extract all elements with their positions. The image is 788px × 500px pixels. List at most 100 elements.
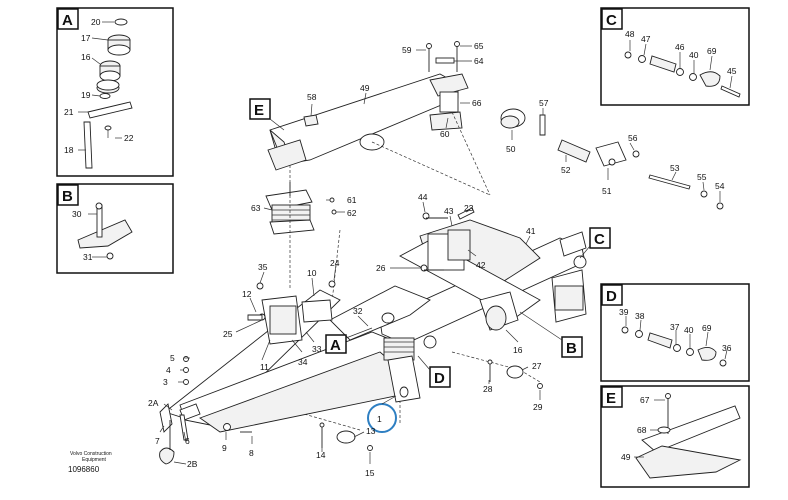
part-label-33: 33: [312, 344, 322, 354]
part-label-2b: 2B: [187, 459, 198, 469]
part-label-18: 18: [64, 145, 74, 155]
part-label-7: 7: [155, 436, 160, 446]
part-label-46: 46: [675, 42, 685, 52]
part-label-39: 39: [619, 307, 629, 317]
part-label-42: 42: [476, 260, 486, 270]
svg-text:D: D: [434, 370, 445, 387]
part-label-59: 59: [402, 45, 412, 55]
brand-line-1: Volvo Construction: [70, 451, 112, 457]
part-label-8: 8: [249, 448, 254, 458]
detail-b-panel: B 30 31: [56, 183, 174, 274]
part-label-41: 41: [526, 226, 536, 236]
part-label-11: 11: [260, 362, 269, 372]
part-label-32: 32: [353, 306, 363, 316]
part-label-38: 38: [635, 311, 645, 321]
svg-text:A: A: [330, 337, 341, 354]
svg-text:B: B: [566, 340, 577, 357]
document-number: 1096860: [68, 465, 100, 474]
part-label-31: 31: [83, 252, 93, 262]
detail-e-tag: E: [606, 390, 616, 407]
part-label-3: 3: [163, 377, 168, 387]
part-label-19: 19: [81, 90, 91, 100]
detail-a-tag: A: [62, 12, 73, 29]
part-label-13: 13: [366, 426, 376, 436]
detail-d-panel: D 39 38 37 40 69 36: [600, 283, 750, 382]
part-label-17: 17: [81, 33, 91, 43]
part-label-51: 51: [602, 186, 612, 196]
part-label-25: 25: [223, 329, 233, 339]
main-callout-d: D: [417, 355, 451, 388]
main-callout-c: C: [579, 227, 611, 259]
part-label-24: 24: [330, 258, 340, 268]
main-part-labels: 59 65 64 66 60 49 58 50 57 52 51 56 53 5…: [148, 41, 725, 478]
part-label-45: 45: [727, 66, 737, 76]
part-label-56: 56: [628, 133, 638, 143]
part-label-36: 36: [722, 343, 732, 353]
part-label-49: 49: [360, 83, 370, 93]
part-label-50: 50: [506, 144, 516, 154]
part-label-30: 30: [72, 209, 82, 219]
part-label-21: 21: [64, 107, 74, 117]
part-label-1: 1: [377, 414, 382, 424]
part-label-53: 53: [670, 163, 680, 173]
part-label-10: 10: [307, 268, 317, 278]
brand-block: Volvo Construction Equipment 1096860: [68, 451, 112, 474]
svg-text:E: E: [254, 102, 264, 119]
part-label-12: 12: [242, 289, 252, 299]
part-label-35: 35: [258, 262, 268, 272]
part-label-15: 15: [365, 468, 375, 478]
detail-e-panel: E 67 68 49: [600, 385, 750, 488]
part-label-69-c: 69: [707, 46, 717, 56]
part-label-54: 54: [715, 181, 725, 191]
part-label-14: 14: [316, 450, 326, 460]
part-label-27: 27: [532, 361, 542, 371]
part-label-22: 22: [124, 133, 134, 143]
part-label-34: 34: [298, 357, 308, 367]
part-label-66: 66: [472, 98, 482, 108]
part-label-16-main: 16: [513, 345, 523, 355]
main-callout-b: B: [519, 311, 583, 358]
part-label-40-d: 40: [684, 325, 694, 335]
part-label-65: 65: [474, 41, 484, 51]
part-label-68: 68: [637, 425, 647, 435]
part-label-47: 47: [641, 34, 651, 44]
part-label-57: 57: [539, 98, 549, 108]
part-label-4: 4: [166, 365, 171, 375]
main-callout-e: E: [249, 98, 285, 131]
part-label-58: 58: [307, 92, 317, 102]
part-label-26: 26: [376, 263, 386, 273]
part-label-62: 62: [347, 208, 357, 218]
part-label-60: 60: [440, 129, 450, 139]
part-label-2a: 2A: [148, 398, 159, 408]
part-label-69-d: 69: [702, 323, 712, 333]
part-label-44: 44: [418, 192, 428, 202]
part-label-43: 43: [444, 206, 454, 216]
part-label-55: 55: [697, 172, 707, 182]
part-label-9: 9: [222, 443, 227, 453]
part-label-61: 61: [347, 195, 357, 205]
main-callout-a: A: [325, 327, 373, 354]
part-label-52: 52: [561, 165, 571, 175]
part-label-67: 67: [640, 395, 650, 405]
part-label-49-e: 49: [621, 452, 631, 462]
part-label-20: 20: [91, 17, 101, 27]
part-label-64: 64: [474, 56, 484, 66]
detail-d-tag: D: [606, 288, 617, 305]
brand-line-2: Equipment: [82, 457, 107, 463]
detail-c-tag: C: [606, 12, 617, 29]
part-label-37: 37: [670, 322, 680, 332]
part-label-48: 48: [625, 29, 635, 39]
part-label-5: 5: [170, 353, 175, 363]
main-assembly: [159, 41, 724, 465]
part-label-6: 6: [185, 436, 190, 446]
part-label-23: 23: [464, 203, 474, 213]
detail-b-tag: B: [62, 188, 73, 205]
detail-a-panel: A 20 17 16 19 21 22 18: [56, 7, 174, 177]
part-label-40-c: 40: [689, 50, 699, 60]
part-label-16: 16: [81, 52, 91, 62]
svg-text:C: C: [594, 231, 605, 248]
part-label-28: 28: [483, 384, 493, 394]
detail-c-panel: C 48 47 46 40 69 45: [600, 7, 750, 106]
